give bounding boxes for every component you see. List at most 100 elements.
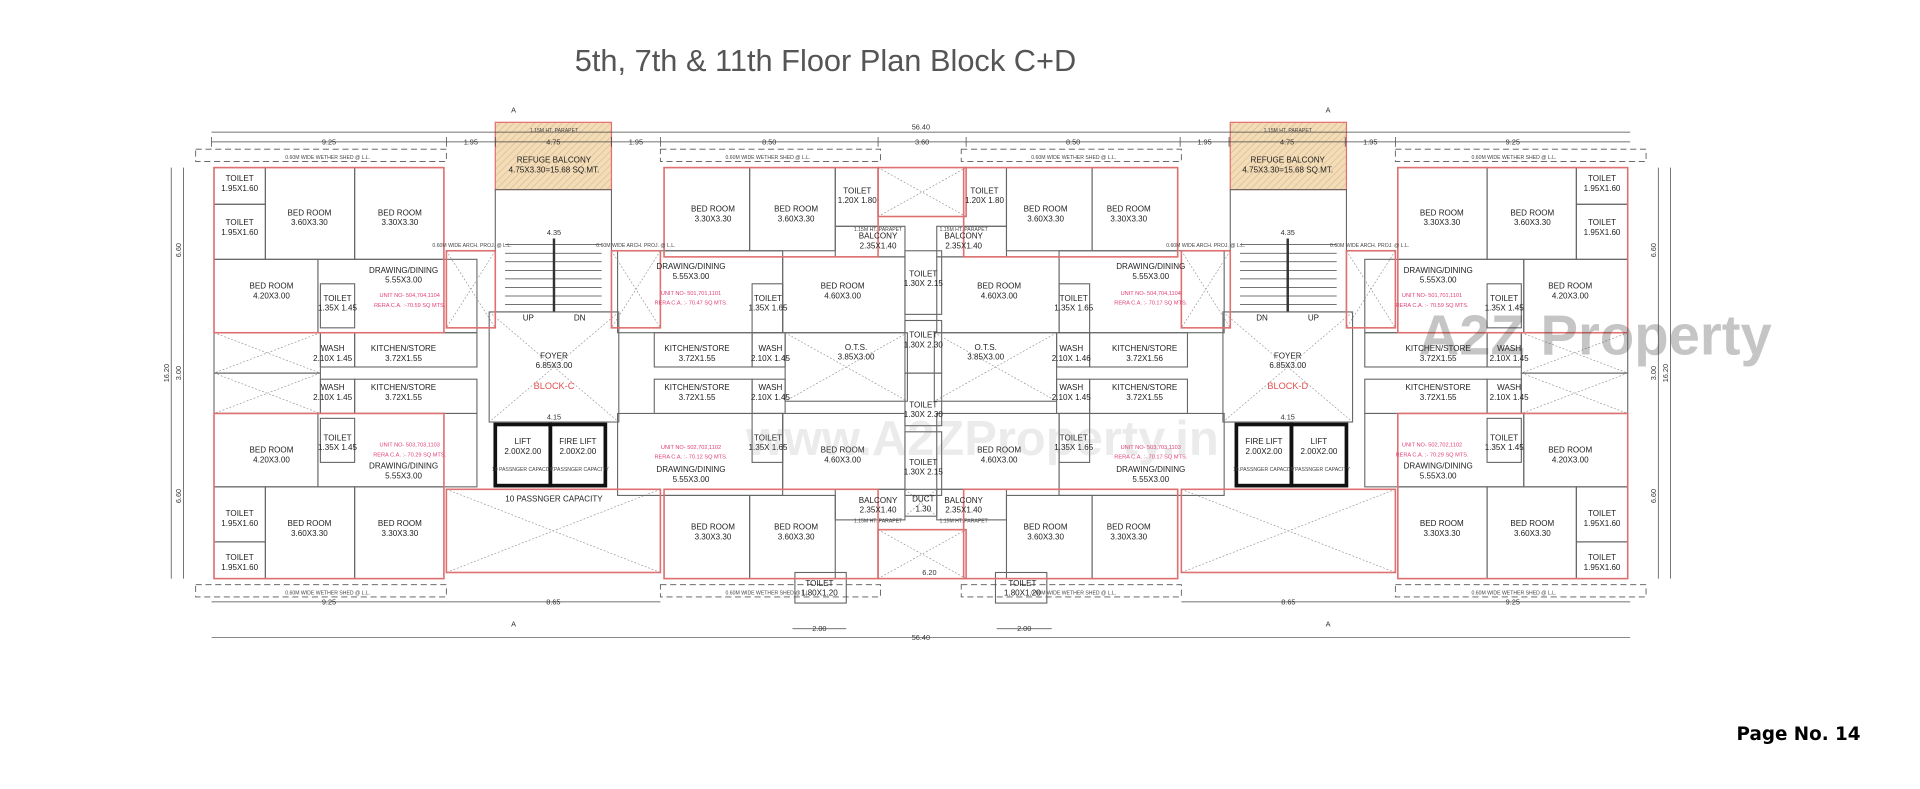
center-room-outline <box>904 488 938 517</box>
open-to-sky-cross <box>934 332 1057 402</box>
dimension-label: 1.95 <box>1363 137 1377 146</box>
room-label-name: BED ROOM <box>378 208 422 217</box>
open-to-sky-cross <box>1181 250 1231 328</box>
exterior-wall <box>213 166 445 334</box>
watermark-logo: A2Z Property <box>1419 304 1772 367</box>
room-label-name: BED ROOM <box>1024 523 1068 532</box>
plan-drawing <box>170 121 1671 638</box>
foyer <box>1222 311 1354 423</box>
room-label-size: 2.10X 1.45 <box>751 393 791 402</box>
room-label-name: TOILET <box>1060 294 1088 303</box>
arch-note: 0.60M WIDE ARCH. PROJ. @ L.L. <box>596 243 675 249</box>
room-label-name: WASH <box>759 344 783 353</box>
unit-label-size: RERA C.A. :- 70.47 SQ MTS. <box>654 301 727 307</box>
open-to-sky-cross <box>488 311 620 423</box>
refuge-balcony-title: REFUGE BALCONY <box>517 156 592 165</box>
room-label-name: TOILET <box>754 294 782 303</box>
side-dimension: 3.00 <box>1649 366 1658 380</box>
center-room-size: 3.85X3.00 <box>967 353 1004 362</box>
open-to-sky-cross <box>213 332 321 374</box>
dimension-label: 1.95 <box>629 137 643 146</box>
room-label-name: BED ROOM <box>378 519 422 528</box>
stair-up-label: UP <box>523 313 534 322</box>
room-label-name: TOILET <box>1060 433 1088 442</box>
room-label-size: 4.60X3.00 <box>824 291 861 300</box>
room-label-size: 3.30X3.30 <box>1423 218 1460 227</box>
open-to-sky-cross <box>1346 250 1396 328</box>
room-label-name: TOILET <box>754 433 782 442</box>
room-label-size: 3.72X1.55 <box>679 354 716 363</box>
room-label-size: 1.80X1.20 <box>801 589 838 598</box>
room-label-size: 5.55X3.00 <box>673 475 710 484</box>
room-label-name: BED ROOM <box>250 446 294 455</box>
stair-down-label: DN <box>574 313 586 322</box>
weather-shed-note: 0.60M WIDE WETHER SHED @ L.L. <box>1472 591 1557 597</box>
unit-label-name: UNIT NO- 501,701,1101 <box>661 291 721 297</box>
room-label-name: TOILET <box>970 186 998 195</box>
lobby-capacity: 10 PASSNGER CAPACITY <box>505 495 603 504</box>
room-label-size: 1.95X1.60 <box>221 563 258 572</box>
lift-label: LIFT <box>515 437 532 446</box>
dimension-label: 1.95 <box>1197 137 1211 146</box>
room-label-name: BED ROOM <box>977 446 1021 455</box>
room-label-size: 5.55X3.00 <box>673 272 710 281</box>
room-label-size: 3.30X3.30 <box>695 532 732 541</box>
unit-label-name: UNIT NO- 502,702,1102 <box>1402 442 1462 448</box>
room-label-name: TOILET <box>226 509 254 518</box>
room-label-name: BED ROOM <box>1420 519 1464 528</box>
room-label-name: DRAWING/DINING <box>1404 462 1473 471</box>
lift-size: 2.00X2.00 <box>504 447 541 456</box>
room-label-size: 3.72X1.55 <box>1126 393 1163 402</box>
room-label-size: 1.95X1.60 <box>1584 519 1621 528</box>
refuge-balcony-size: 4.75X3.30=15.68 SQ.MT. <box>509 165 600 174</box>
unit-label-size: RERA C.A. :- 70.59 SQ MTS. <box>1396 303 1469 309</box>
room-label-name: BED ROOM <box>287 208 331 217</box>
unit-label-name: UNIT NO- 502,702,1102 <box>661 445 721 451</box>
exterior-wall <box>962 488 1179 580</box>
room-label-size: 1.95X1.60 <box>1584 184 1621 193</box>
room-label-name: BED ROOM <box>1107 205 1151 214</box>
unit-label-size: RERA C.A. :- 70.17 SQ MTS. <box>1114 301 1187 307</box>
room-label-size: 5.55X3.00 <box>1132 272 1169 281</box>
weather-shed-note: 0.60M WIDE WETHER SHED @ L.L. <box>726 155 811 161</box>
room-label-size: 4.20X3.00 <box>253 291 290 300</box>
open-to-sky-cross <box>611 250 661 328</box>
room-outline <box>794 571 847 604</box>
overall-length: 56.40 <box>912 633 930 642</box>
weather-shed-line <box>1394 584 1647 598</box>
room-label-name: KITCHEN/STORE <box>1406 344 1472 353</box>
room-label-size: 1.35X 1.65 <box>748 304 788 313</box>
lift-width-label: 4.15 <box>547 413 561 422</box>
weather-shed-line <box>960 584 1182 598</box>
room-label-name: TOILET <box>1588 509 1616 518</box>
weather-shed-note: 0.60M WIDE WETHER SHED @ L.L. <box>285 591 370 597</box>
room-label-size: 2.10X 1.46 <box>1052 354 1092 363</box>
exterior-wall <box>1397 166 1629 334</box>
lift-capacity: 10 PASSNGER CAPACITY <box>1288 467 1350 473</box>
room-label-name: DRAWING/DINING <box>656 465 725 474</box>
arch-note: 0.60M WIDE ARCH. PROJ. @ L.L. <box>1166 243 1245 249</box>
center-room-name: O.T.S. <box>974 343 996 352</box>
room-label-name: WASH <box>1059 344 1083 353</box>
room-label-size: 3.60X3.30 <box>1514 218 1551 227</box>
room-label-size: 2.10X 1.45 <box>1490 354 1530 363</box>
lift-capacity: 10 PASSNGER CAPACITY <box>492 467 554 473</box>
room-label-name: BED ROOM <box>1510 519 1554 528</box>
room-label-name: TOILET <box>1490 433 1518 442</box>
open-to-sky-cross <box>213 372 321 414</box>
room-label-size: 3.30X3.30 <box>382 218 419 227</box>
room-label-size: 4.20X3.00 <box>253 455 290 464</box>
room-label-name: KITCHEN/STORE <box>371 344 437 353</box>
center-room-outline <box>933 332 1058 402</box>
room-label-name: WASH <box>1497 344 1521 353</box>
room-label-name: BED ROOM <box>821 446 865 455</box>
weather-shed-note: 0.60M WIDE WETHER SHED @ L.L. <box>1031 155 1116 161</box>
room-label-name: KITCHEN/STORE <box>371 383 437 392</box>
open-to-sky-cross <box>1222 311 1353 423</box>
watermark-logo-text: A2Z Property <box>1419 304 1772 367</box>
section-marker: A <box>1326 106 1331 115</box>
room-label-name: WASH <box>321 383 345 392</box>
room-label-size: 1.20X 1.80 <box>838 196 878 205</box>
room-label-name: BED ROOM <box>250 282 294 291</box>
side-dimension: 6.60 <box>174 489 183 503</box>
